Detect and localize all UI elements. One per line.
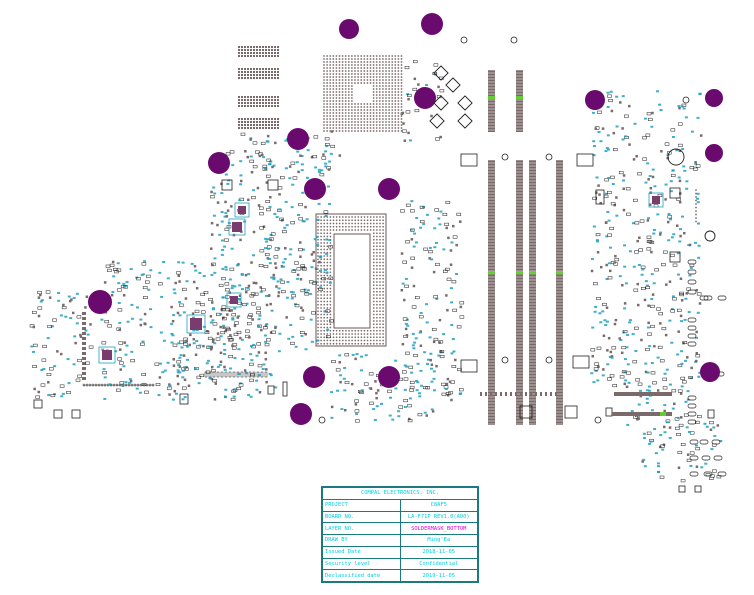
- board-no-label: BOARD NO.: [322, 510, 401, 524]
- issued-date-value: 2018-11-05: [399, 545, 478, 559]
- right-edge-pads: [687, 259, 727, 477]
- security-level-value: Confidential: [399, 557, 478, 571]
- company-name: COMPAL ELECTRONICS, INC.: [322, 487, 478, 500]
- layer-no-label: LAYER NO.: [322, 522, 401, 535]
- bottom-connector-strips: [612, 392, 672, 416]
- bga-pad-array-top: [238, 46, 403, 132]
- issued-date-label: Issued Date: [322, 545, 401, 559]
- board-no-value: LA-F71P REV1.0(A00): [399, 510, 478, 524]
- bga-socket-center: [315, 213, 387, 347]
- rotated-pads: [429, 65, 473, 129]
- dimm-connector-pads: [488, 69, 563, 425]
- declassified-date-label: Declassified date: [322, 569, 401, 582]
- draw-by-value: Ming'Ea: [399, 534, 478, 547]
- project-label: PROJECT: [322, 498, 401, 512]
- smd-components: [29, 60, 723, 483]
- project-value: C8AF5: [399, 498, 478, 512]
- declassified-date-value: 2019-11-05: [399, 569, 478, 582]
- open-circle-pads: [318, 36, 716, 424]
- layer-no-value: SOLDERMASK_BOTTOM: [399, 522, 478, 535]
- security-level-label: Security level: [322, 557, 401, 571]
- mounting-holes: [88, 13, 723, 425]
- ram-chip-pads-left: [82, 189, 697, 396]
- draw-by-label: DRAW BY: [322, 534, 401, 547]
- component-outlines: [33, 153, 715, 493]
